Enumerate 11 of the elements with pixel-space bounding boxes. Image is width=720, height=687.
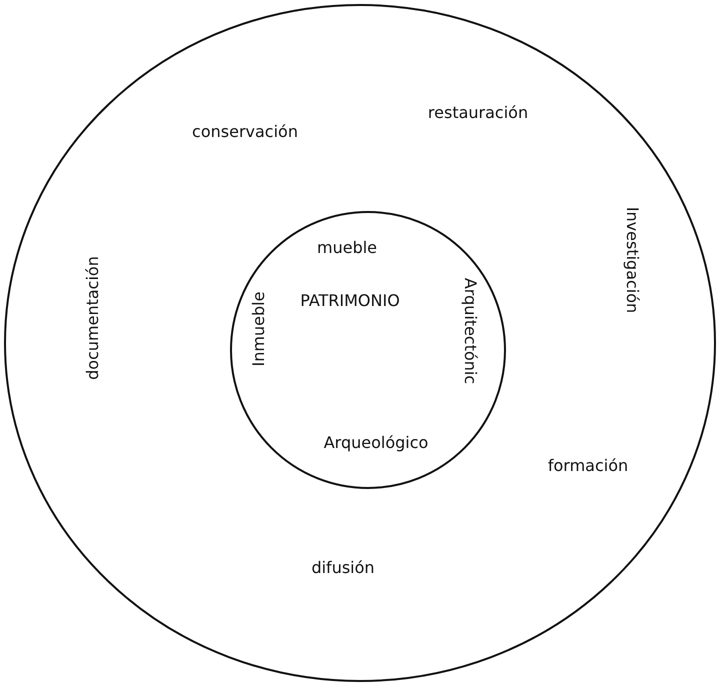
circle-label: PATRIMONIO [300,293,400,309]
circle-label: mueble [317,240,377,256]
circle-label: conservación [192,124,298,140]
circle-label: difusión [311,560,375,576]
circle-label: documentación [85,256,101,380]
circle-label: Arquitectónic [462,278,478,384]
circle-label: Investigación [624,206,640,314]
circle-label: Inmueble [251,292,267,366]
circle-label: formación [548,458,628,474]
circle-label: Arqueológico [324,435,428,451]
circle-label: restauración [428,105,528,121]
